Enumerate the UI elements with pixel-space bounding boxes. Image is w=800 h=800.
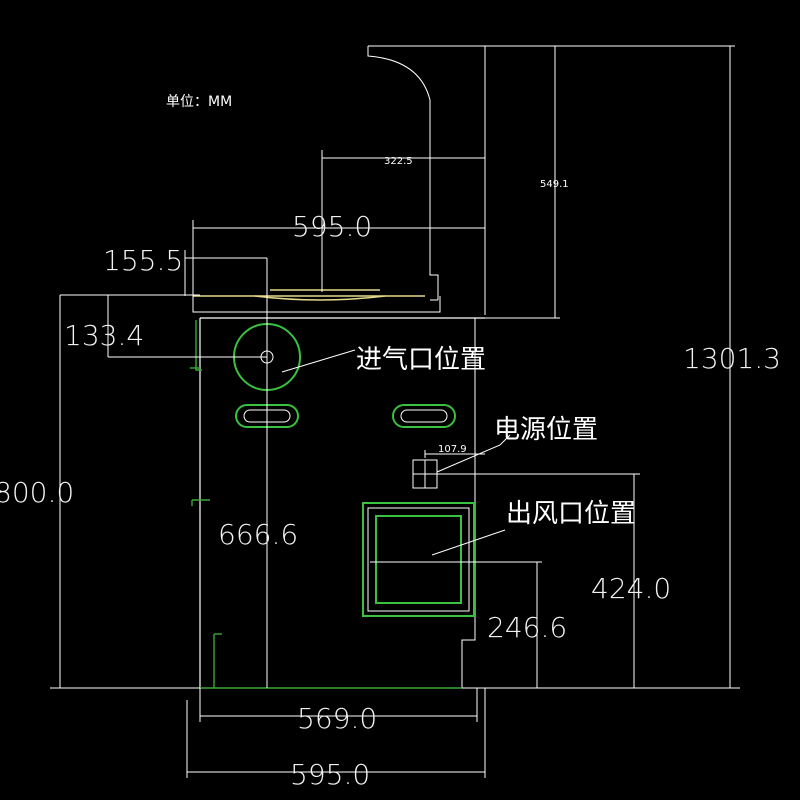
dim-overall-height: 1301.3 bbox=[683, 342, 781, 375]
air-inlet-label: 进气口位置 bbox=[356, 345, 486, 375]
dim-inlet-from-counter: 133.4 bbox=[64, 319, 144, 352]
air-outlet-label: 出风口位置 bbox=[506, 499, 636, 529]
dim-cabinet-width: 569.0 bbox=[297, 702, 377, 735]
dim-top-width: 595.0 bbox=[292, 210, 372, 243]
dim-inlet-height: 666.6 bbox=[218, 518, 298, 551]
dim-bottom-width: 595.0 bbox=[290, 758, 370, 791]
leader-lines bbox=[281, 349, 511, 556]
dim-cooktop-offset: 322.5 bbox=[384, 156, 413, 167]
unit-label: 单位：MM bbox=[166, 94, 232, 110]
dim-outlet-height: 424.0 bbox=[591, 572, 671, 605]
cabinet-body bbox=[190, 317, 485, 689]
dim-counter-height: 800.0 bbox=[0, 476, 74, 509]
cooktop bbox=[192, 289, 441, 313]
dim-power-offset: 107.9 bbox=[438, 444, 467, 455]
dimension-lines bbox=[50, 45, 740, 778]
dim-upper-height: 549.1 bbox=[540, 179, 569, 190]
dim-outlet-bottom: 246.6 bbox=[487, 611, 567, 644]
slot-vents bbox=[235, 404, 456, 428]
power-label: 电源位置 bbox=[494, 415, 598, 445]
dim-inlet-from-left: 155.5 bbox=[103, 244, 183, 277]
air-outlet bbox=[362, 502, 475, 617]
